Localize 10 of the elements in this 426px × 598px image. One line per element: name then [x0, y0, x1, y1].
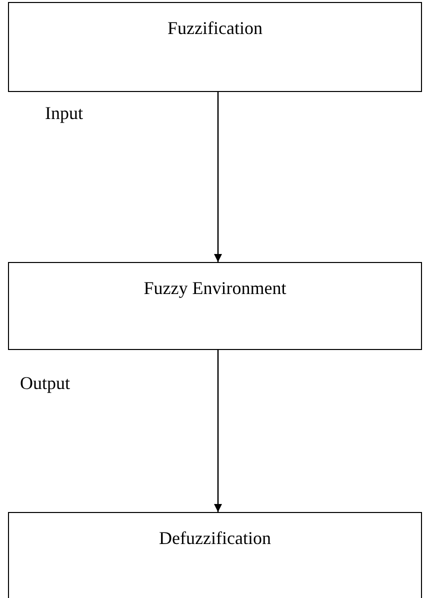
box-label: Defuzzification — [159, 527, 271, 550]
flow-label: Input — [45, 102, 83, 124]
process-box — [8, 262, 422, 350]
arrow — [214, 350, 222, 512]
box-label: Fuzzy Environment — [144, 277, 286, 300]
flow-label: Output — [20, 372, 70, 394]
process-box — [8, 512, 422, 598]
box-label: Fuzzification — [168, 17, 262, 40]
process-box — [8, 2, 422, 92]
arrow — [214, 92, 222, 262]
